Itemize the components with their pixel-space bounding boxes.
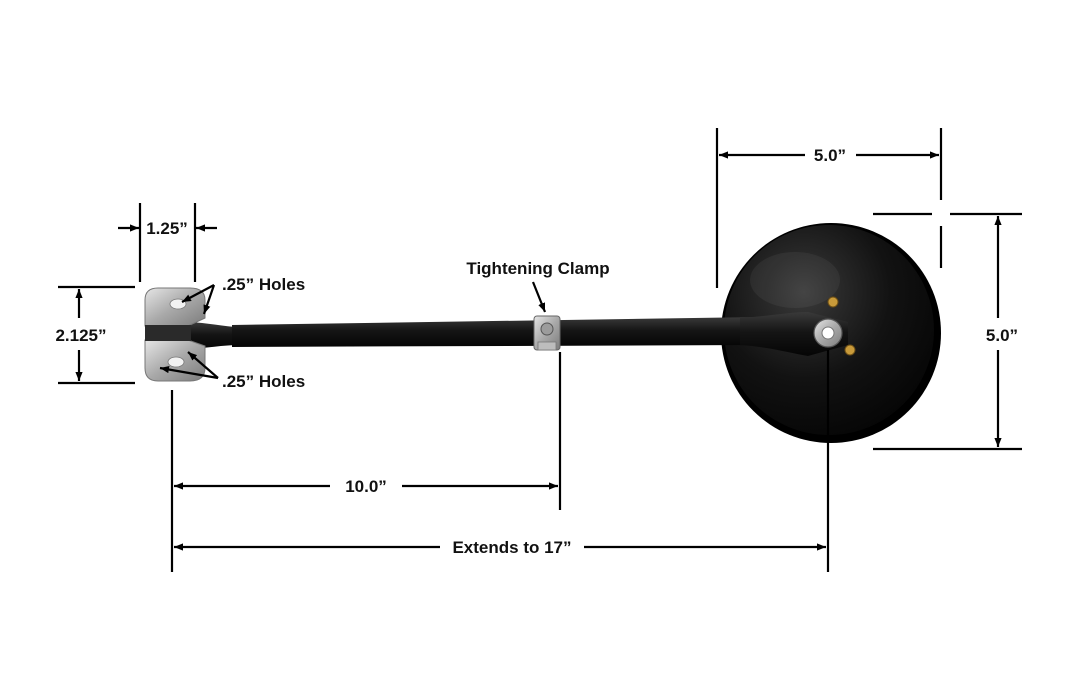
label-holes-top: .25” Holes — [222, 275, 305, 294]
dimension-mirror-height: 5.0” — [873, 212, 1022, 451]
pivot-bolt — [813, 296, 856, 356]
label-mirror-height: 5.0” — [986, 326, 1018, 345]
label-bracket-height: 2.125” — [55, 326, 106, 345]
label-extends: Extends to 17” — [452, 538, 571, 557]
dimension-bracket-height: 2.125” — [55, 285, 135, 385]
label-holes-bottom: .25” Holes — [222, 372, 305, 391]
dimension-arm-length: 10.0” — [170, 352, 562, 572]
dimension-mirror-width: 5.0” — [715, 128, 943, 288]
callout-holes-bottom: .25” Holes — [159, 351, 305, 391]
dimension-bracket-width: 1.25” — [118, 203, 217, 282]
label-clamp: Tightening Clamp — [466, 259, 609, 278]
label-bracket-width: 1.25” — [146, 219, 188, 238]
label-mirror-width: 5.0” — [814, 146, 846, 165]
tightening-clamp — [533, 315, 561, 351]
dimension-extends: Extends to 17” — [174, 350, 830, 572]
callout-holes-top: .25” Holes — [181, 275, 305, 315]
callout-clamp: Tightening Clamp — [466, 259, 610, 313]
label-arm-length: 10.0” — [345, 477, 387, 496]
